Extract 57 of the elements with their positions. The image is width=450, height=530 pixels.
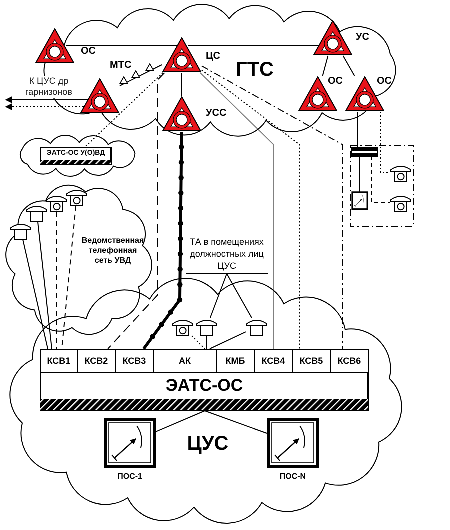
connector-line [206, 336, 208, 350]
connector-line [120, 64, 162, 86]
telephone-icon [196, 318, 218, 336]
connector-line [202, 70, 300, 350]
connector-line [210, 332, 246, 350]
telephone-icon [172, 318, 194, 336]
annotation-text: ТА в помещениях должностных лиц ЦУС [186, 236, 268, 274]
telephone-icon [26, 204, 48, 222]
leader-line [226, 274, 252, 318]
telephone-icon [390, 194, 412, 212]
module-cell: КСВ4 [254, 349, 293, 373]
station-label: ОС [328, 76, 343, 88]
connector-line [204, 410, 268, 434]
connector-line [192, 336, 206, 350]
station-label: УС [356, 32, 370, 44]
module-cell: КСВ6 [330, 349, 369, 373]
module-cell: АК [153, 349, 217, 373]
connector-line [342, 56, 356, 76]
station-label: МТС [110, 60, 132, 72]
module-cell: КСВ3 [115, 349, 154, 373]
connector-line [380, 112, 390, 174]
station-label: ЦС [206, 51, 221, 63]
telephone-icon [390, 164, 412, 182]
connector-line [200, 72, 274, 350]
console-label: ПОС-1 [116, 472, 144, 482]
connector-line [322, 56, 329, 76]
bus-bar [352, 148, 377, 156]
telephone-icon [46, 194, 68, 212]
leader-line [210, 274, 228, 318]
arrow [5, 104, 84, 110]
connector-line [38, 222, 52, 350]
exchange-block [40, 147, 112, 165]
telephone-icon [66, 188, 88, 206]
connector-line [202, 66, 344, 350]
module-cell: КСВ5 [292, 349, 331, 373]
station-label: ОС [377, 76, 392, 88]
module-cell: КСВ1 [40, 349, 78, 373]
connector-line [156, 410, 206, 432]
network-label: ЦУС [186, 432, 230, 457]
exchange-label: ЭАТС-ОС [164, 375, 244, 397]
arrow [5, 96, 88, 104]
station-label: УСС [206, 108, 227, 120]
connector-line [56, 212, 58, 350]
telephone-icon [246, 318, 268, 336]
network-label: ГТС [235, 58, 275, 83]
console-label: ПОС-N [278, 472, 308, 482]
network-label: Ведомственная телефонная сеть УВД [80, 236, 146, 266]
module-cell: КМБ [216, 349, 255, 373]
connector-line [372, 156, 390, 204]
connector-line [142, 132, 184, 350]
connector-line [108, 72, 166, 350]
exchange-block [40, 349, 369, 411]
module-cell: КСВ2 [77, 349, 116, 373]
connector-line [22, 240, 48, 350]
station-label: ОС [81, 46, 96, 58]
telephone-icon [10, 222, 32, 240]
connector-line [84, 72, 164, 148]
